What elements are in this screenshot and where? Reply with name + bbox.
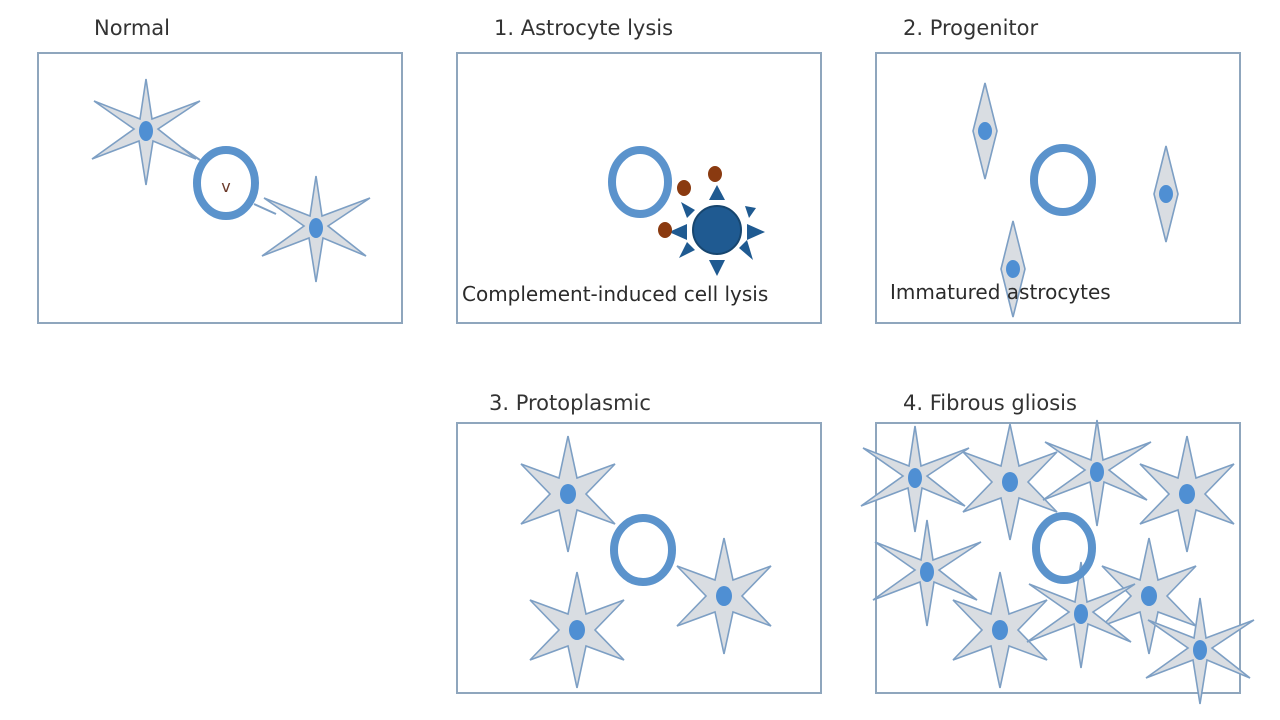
vessel-label: v xyxy=(221,177,230,196)
complement-particle xyxy=(708,166,722,182)
protoplasmic-astrocyte-2 xyxy=(529,571,625,689)
panel-protoplasmic-frame xyxy=(456,422,822,694)
blood-vessel-lysis xyxy=(608,146,672,218)
panel-title-normal: Normal xyxy=(94,16,170,40)
panel-caption-progenitor: Immatured astrocytes xyxy=(890,280,1111,304)
immature-astrocyte-3 xyxy=(1000,220,1026,318)
blood-vessel-protoplasmic xyxy=(610,514,676,586)
panel-lysis-frame xyxy=(456,52,822,324)
panel-caption-lysis: Complement-induced cell lysis xyxy=(462,282,769,306)
nucleus xyxy=(139,121,153,141)
panel-title-progenitor: 2. Progenitor xyxy=(903,16,1039,40)
astrocyte-normal-1 xyxy=(91,78,201,186)
panel-progenitor-content xyxy=(972,82,1179,318)
gliosis-fibrous-astrocyte-3 xyxy=(872,519,982,627)
panel-title-protoplasmic: 3. Protoplasmic xyxy=(489,391,651,415)
complement-particle xyxy=(677,180,691,196)
gliosis-fibrous-astrocyte-5 xyxy=(1145,597,1255,705)
blood-vessel-fibrous xyxy=(1032,512,1096,584)
gliosis-fibrous-astrocyte-2 xyxy=(1042,419,1152,527)
panel-title-fibrous: 4. Fibrous gliosis xyxy=(903,391,1077,415)
panel-fibrous-content xyxy=(860,419,1255,705)
immature-astrocyte-1 xyxy=(972,82,998,180)
endfoot xyxy=(253,203,277,215)
protoplasmic-astrocyte-1 xyxy=(520,435,616,553)
gliosis-astrocyte-1 xyxy=(962,423,1058,541)
panel-normal-frame xyxy=(37,52,403,324)
gliosis-astrocyte-2 xyxy=(1139,435,1235,553)
complement-particle xyxy=(658,222,672,238)
panel-progenitor-frame xyxy=(875,52,1241,324)
panel-title-lysis: 1. Astrocyte lysis xyxy=(494,16,674,40)
gliosis-astrocyte-4 xyxy=(1101,537,1197,655)
blood-vessel-progenitor xyxy=(1030,144,1096,216)
panel-protoplasmic-content xyxy=(520,435,772,689)
panel-normal-content: v xyxy=(91,78,371,283)
astrocyte-normal-2 xyxy=(261,175,371,283)
endfoot xyxy=(181,147,201,161)
lysed-astrocyte xyxy=(669,185,765,276)
panel-lysis-content xyxy=(608,146,765,276)
gliosis-astrocyte-3 xyxy=(952,571,1048,689)
gliosis-fibrous-astrocyte-4 xyxy=(1026,561,1136,669)
immature-astrocyte-2 xyxy=(1153,145,1179,243)
nucleus xyxy=(309,218,323,238)
blood-vessel-normal xyxy=(193,146,259,220)
protoplasmic-astrocyte-3 xyxy=(676,537,772,655)
gliosis-fibrous-astrocyte-1 xyxy=(860,425,970,533)
